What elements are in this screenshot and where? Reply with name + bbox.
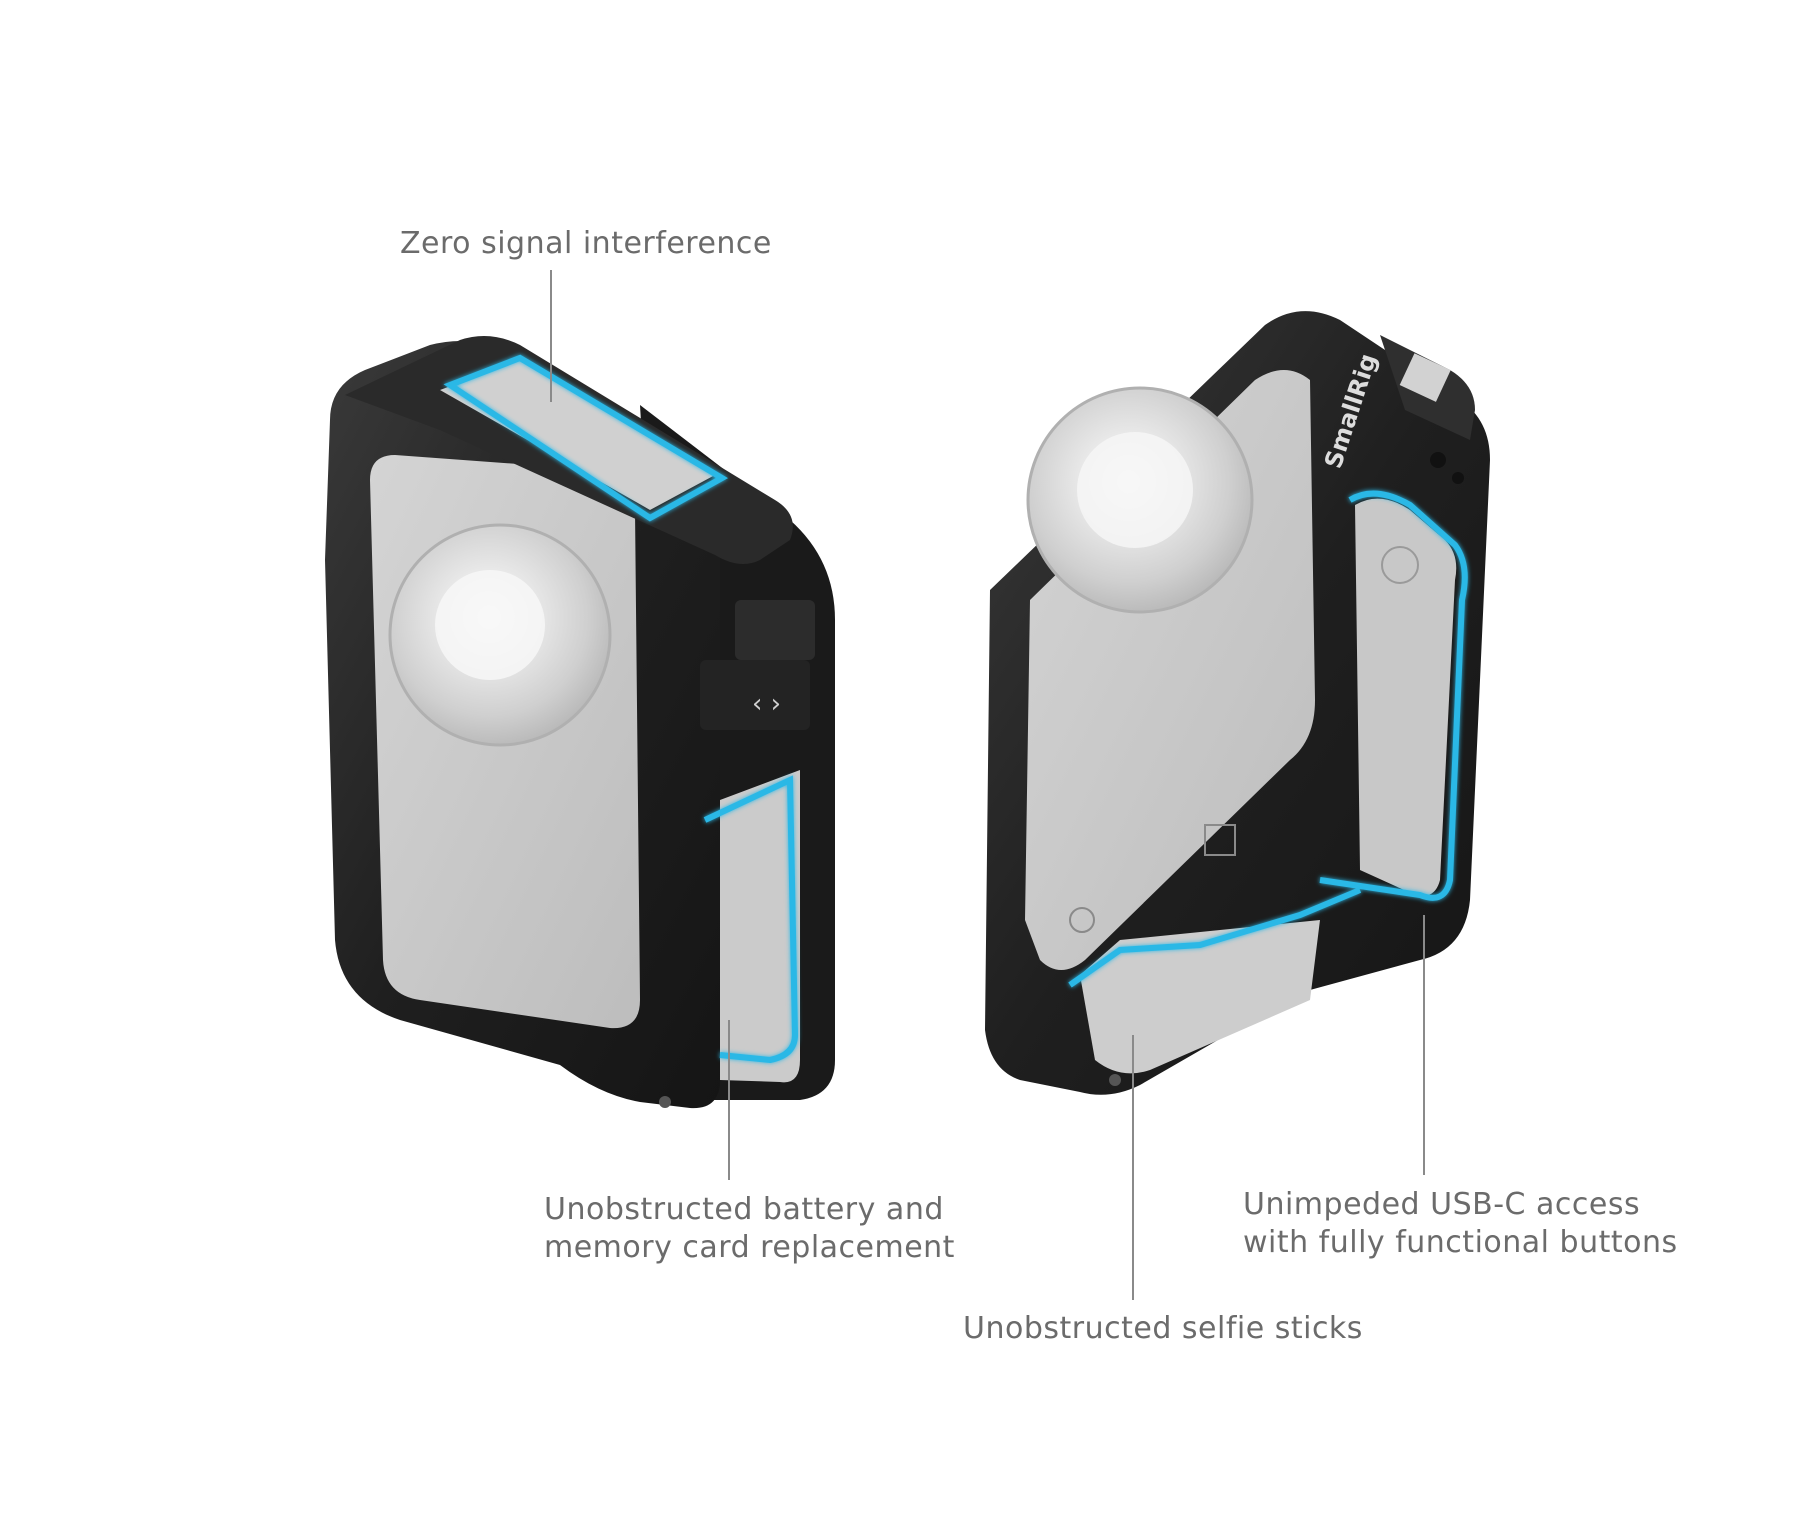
right-camera-cage: SmallRig xyxy=(985,311,1490,1095)
callout-selfie: Unobstructed selfie sticks xyxy=(963,1310,1363,1348)
callout-zero-signal: Zero signal interference xyxy=(400,225,772,263)
left-camera-cage: ‹ › xyxy=(325,336,835,1109)
callout-selfie-text: Unobstructed selfie sticks xyxy=(963,1311,1363,1346)
callout-battery-line1: Unobstructed battery and xyxy=(544,1192,944,1227)
callout-battery: Unobstructed battery and memory card rep… xyxy=(544,1191,955,1267)
callout-usb-line2: with fully functional buttons xyxy=(1243,1225,1678,1260)
callout-usb: Unimpeded USB-C access with fully functi… xyxy=(1243,1186,1678,1262)
callout-battery-line2: memory card replacement xyxy=(544,1230,955,1265)
callout-usb-line1: Unimpeded USB-C access xyxy=(1243,1187,1641,1222)
callout-zero-signal-text: Zero signal interference xyxy=(400,226,772,261)
code-glyph: ‹ › xyxy=(752,689,781,719)
